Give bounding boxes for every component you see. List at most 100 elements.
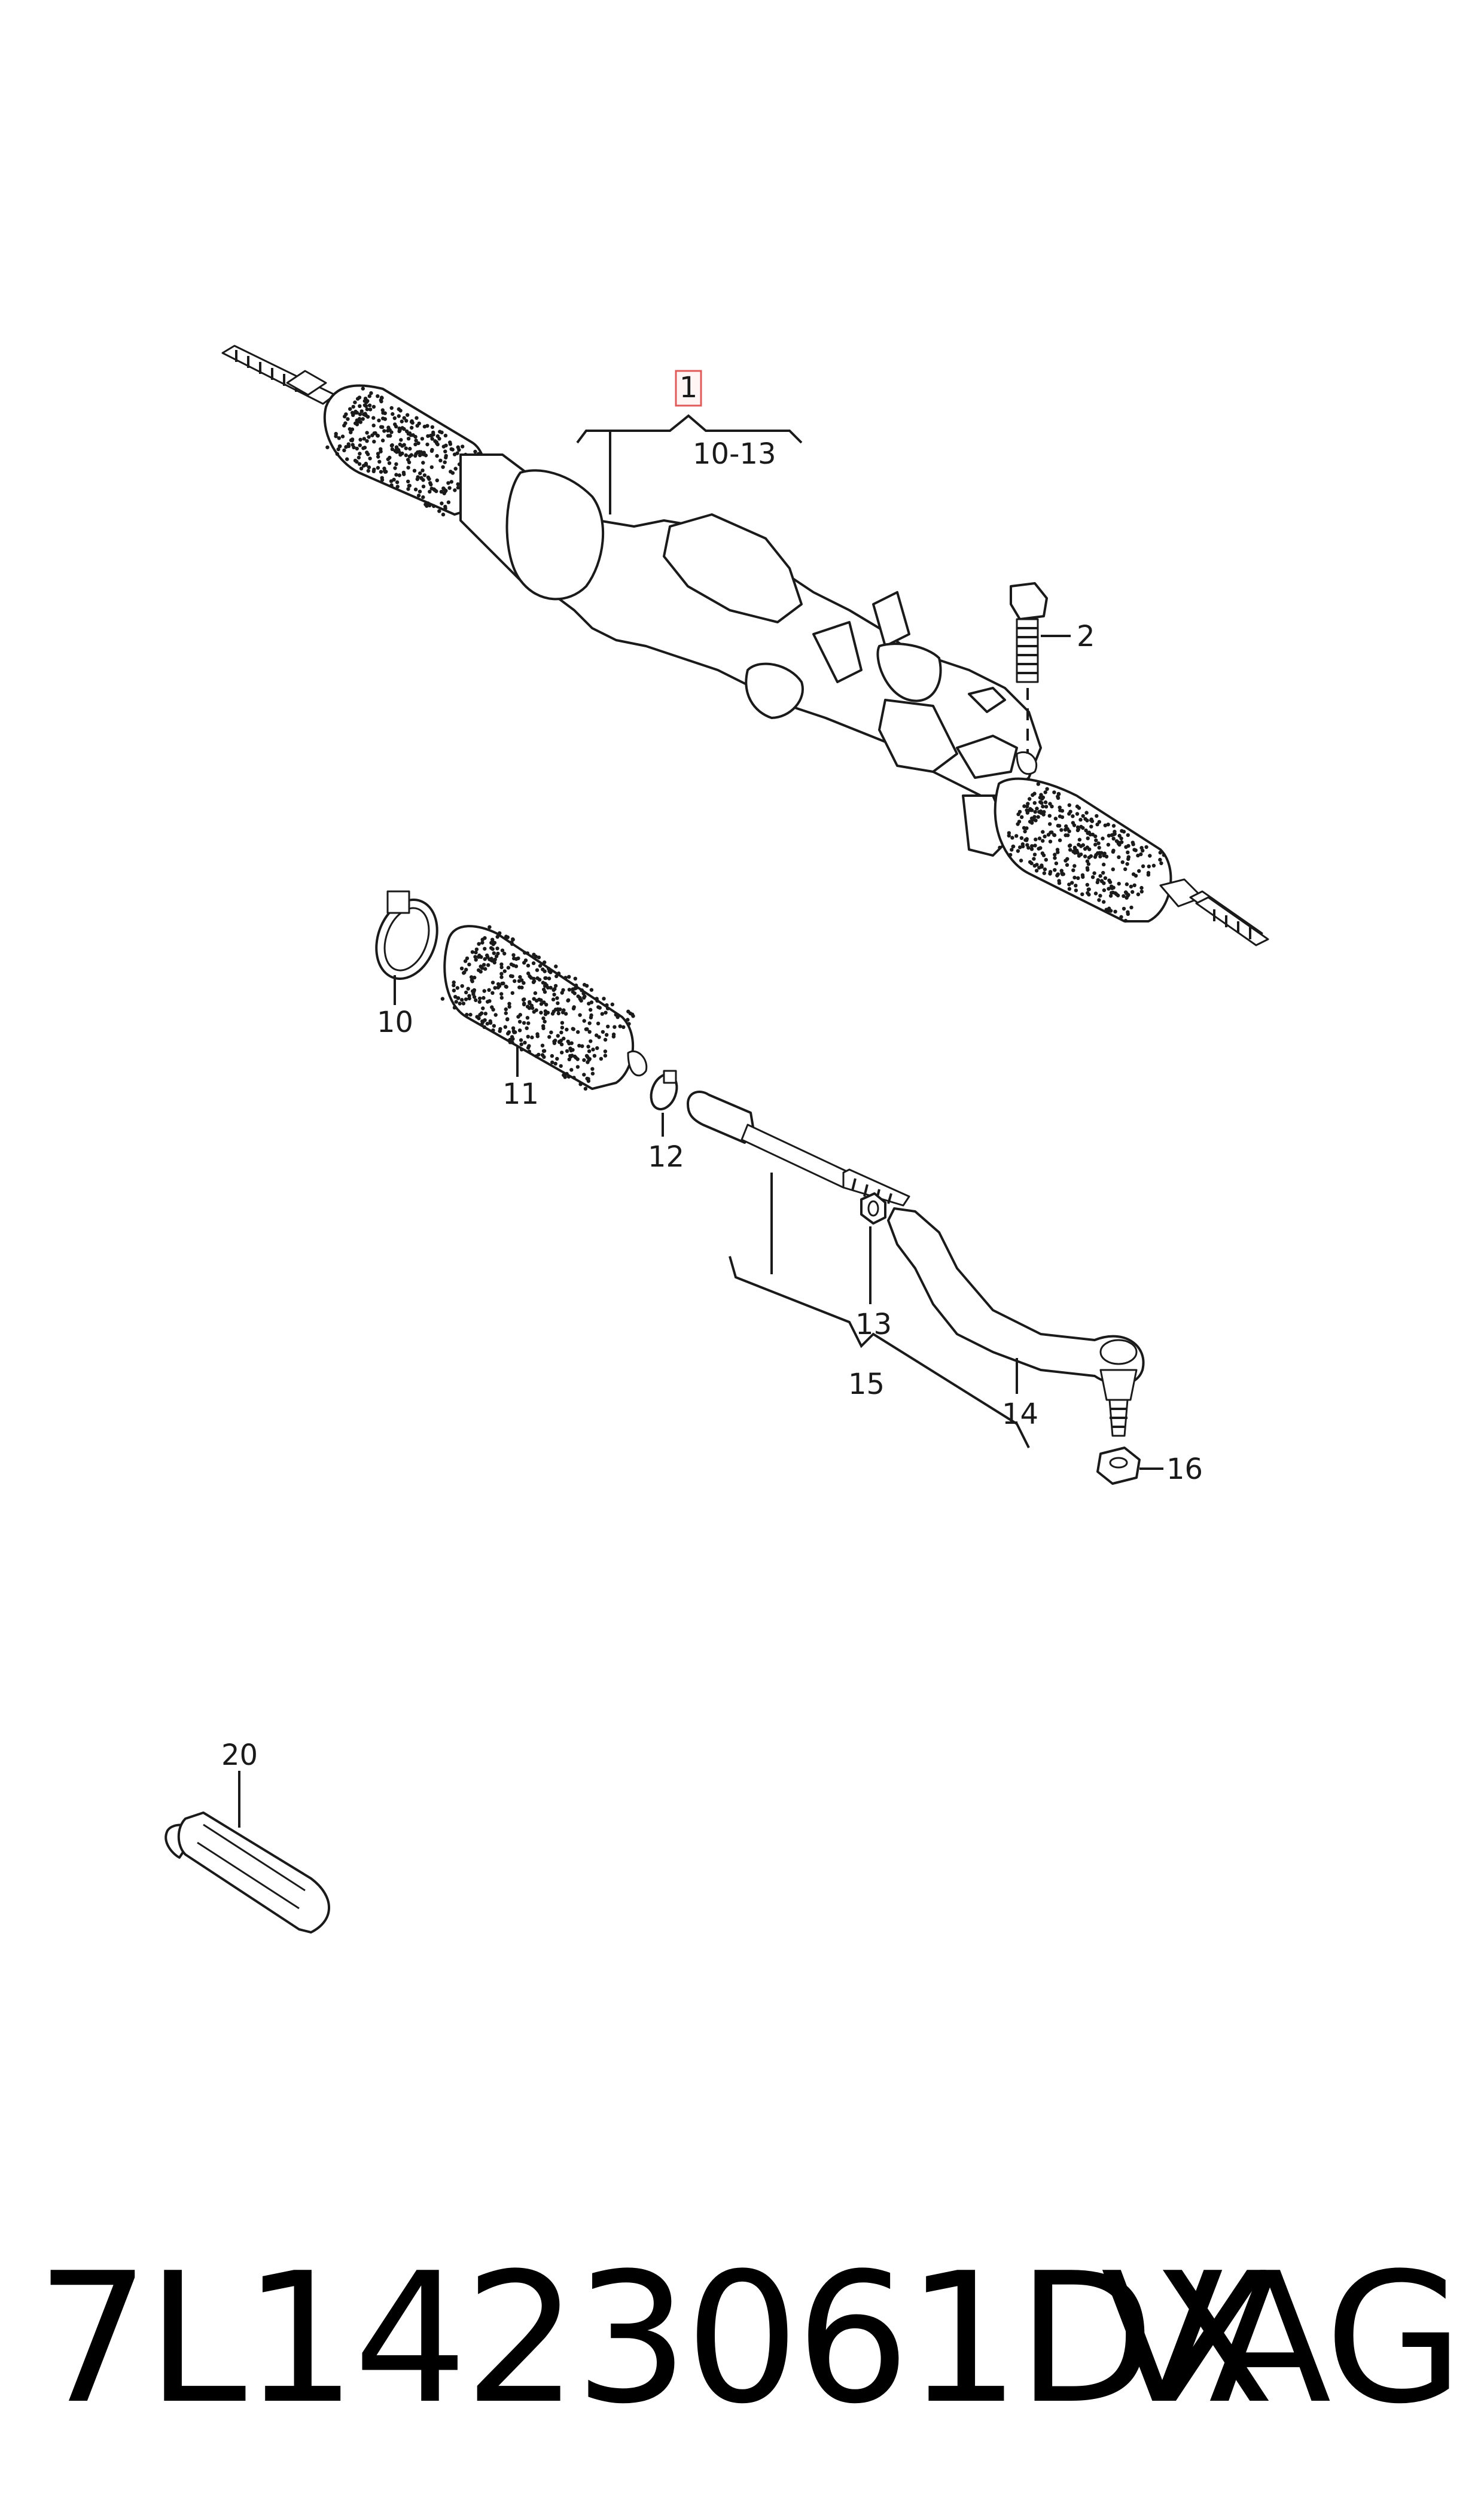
boot-texture-dot: [482, 963, 486, 967]
boot-texture-dot: [1102, 888, 1107, 893]
boot-texture-dot: [558, 1007, 562, 1012]
callout-20-label[interactable]: 20: [221, 1738, 258, 1772]
tie-rod-end-nut: [1096, 1447, 1141, 1485]
boot-texture-dot: [598, 1006, 602, 1010]
boot-texture-dot: [395, 485, 400, 489]
boot-texture-dot: [513, 1030, 517, 1034]
callout-11-label[interactable]: 11: [502, 1077, 539, 1111]
boot-texture-dot: [1158, 851, 1163, 855]
boot-texture-dot: [530, 1006, 535, 1010]
boot-texture-dot: [376, 394, 380, 398]
boot-texture-dot: [547, 976, 551, 981]
boot-texture-dot: [416, 441, 420, 445]
boot-texture-dot: [490, 947, 495, 951]
boot-texture-dot: [448, 442, 453, 446]
boot-texture-dot: [1023, 829, 1027, 834]
boot-texture-dot: [567, 988, 572, 992]
boot-texture-dot: [1093, 834, 1098, 839]
callout-13-label[interactable]: 13: [855, 1308, 892, 1341]
boot-texture-dot: [406, 437, 411, 441]
boot-texture-dot: [1047, 814, 1052, 818]
boot-texture-dot: [1089, 824, 1093, 829]
boot-texture-dot: [1043, 867, 1047, 872]
boot-texture-dot: [489, 940, 493, 945]
part-number-text: 7L1423061DX: [36, 2234, 1275, 2443]
boot-texture-dot: [550, 1054, 554, 1058]
boot-texture-dot: [565, 1071, 569, 1076]
boot-texture-dot: [452, 980, 456, 985]
callout-10-label[interactable]: 10: [377, 1006, 413, 1039]
callout-15-bracket: [729, 1173, 1030, 1448]
boot-texture-dot: [618, 1024, 623, 1028]
boot-texture-dot: [386, 425, 391, 430]
boot-texture-dot: [1035, 806, 1039, 811]
boot-texture-dot: [541, 1016, 546, 1021]
boot-texture-dot: [1022, 826, 1026, 830]
boot-texture-dot: [510, 1040, 514, 1045]
boot-texture-dot: [467, 963, 471, 967]
boot-texture-dot: [1114, 892, 1119, 896]
boot-texture-dot: [407, 483, 412, 488]
boot-texture-dot: [1093, 891, 1098, 896]
boot-texture-dot: [435, 442, 440, 447]
boot-texture-dot: [456, 445, 460, 449]
boot-texture-dot: [404, 419, 409, 423]
boot-texture-dot: [1022, 804, 1026, 808]
boot-texture-dot: [611, 1032, 616, 1037]
boot-texture-dot: [1061, 872, 1065, 876]
boot-texture-dot: [539, 998, 543, 1003]
callout-2-label[interactable]: 2: [1077, 620, 1095, 653]
boot-texture-dot: [556, 1011, 560, 1016]
boot-texture-dot: [1126, 857, 1130, 861]
boot-texture-dot: [482, 1025, 486, 1030]
boot-texture-dot: [574, 1055, 578, 1060]
boot-texture-dot: [571, 1006, 576, 1011]
boot-texture-dot: [528, 1000, 532, 1004]
boot-texture-dot: [584, 1054, 589, 1058]
boot-texture-dot: [569, 1068, 574, 1072]
boot-texture-dot: [1077, 838, 1082, 842]
boot-texture-dot: [1102, 853, 1106, 858]
boot-texture-dot: [565, 1049, 569, 1054]
boot-texture-dot: [413, 453, 418, 458]
boot-texture-dot: [1048, 802, 1052, 806]
boot-texture-dot: [1111, 867, 1116, 872]
boot-texture-dot: [1097, 845, 1101, 850]
boot-texture-dot: [421, 452, 425, 456]
boot-texture-dot: [522, 1021, 526, 1025]
boot-texture-dot: [553, 987, 557, 991]
boot-texture-dot: [394, 473, 398, 477]
boot-texture-dot: [1096, 841, 1101, 845]
boot-texture-dot: [414, 439, 418, 443]
boot-texture-dot: [1072, 864, 1077, 868]
callout-1[interactable]: 1: [675, 370, 702, 407]
boot-texture-dot: [1101, 836, 1105, 841]
callout-16-label[interactable]: 16: [1166, 1453, 1203, 1486]
callout-14-label[interactable]: 14: [1002, 1397, 1038, 1431]
boot-texture-dot: [533, 991, 538, 995]
callout-12-label[interactable]: 12: [648, 1140, 684, 1174]
boot-texture-dot: [1076, 827, 1081, 832]
boot-texture-dot: [605, 1033, 609, 1037]
boot-texture-dot: [628, 1011, 632, 1016]
boot-texture-dot: [1102, 900, 1106, 904]
boot-texture-dot: [561, 988, 565, 992]
boot-texture-dot: [1129, 884, 1133, 889]
boot-texture-dot: [380, 439, 385, 443]
boot-texture-dot: [388, 434, 392, 438]
boot-texture-dot: [511, 953, 516, 957]
boot-texture-dot: [1093, 855, 1098, 859]
boot-texture-dot: [348, 407, 352, 411]
boot-texture-dot: [1125, 882, 1129, 887]
callout-15-label[interactable]: 15: [848, 1368, 885, 1401]
boot-texture-dot: [1029, 816, 1034, 821]
boot-texture-dot: [517, 1019, 522, 1024]
boot-texture-dot: [425, 442, 429, 447]
boot-texture-dot: [1028, 807, 1032, 811]
boot-texture-dot: [1147, 864, 1151, 869]
boot-texture-dot: [1084, 828, 1088, 833]
boot-texture-dot: [571, 989, 575, 994]
boot-texture-dot: [559, 1039, 563, 1043]
boot-texture-dot: [432, 488, 437, 492]
boot-texture-dot: [379, 449, 383, 453]
